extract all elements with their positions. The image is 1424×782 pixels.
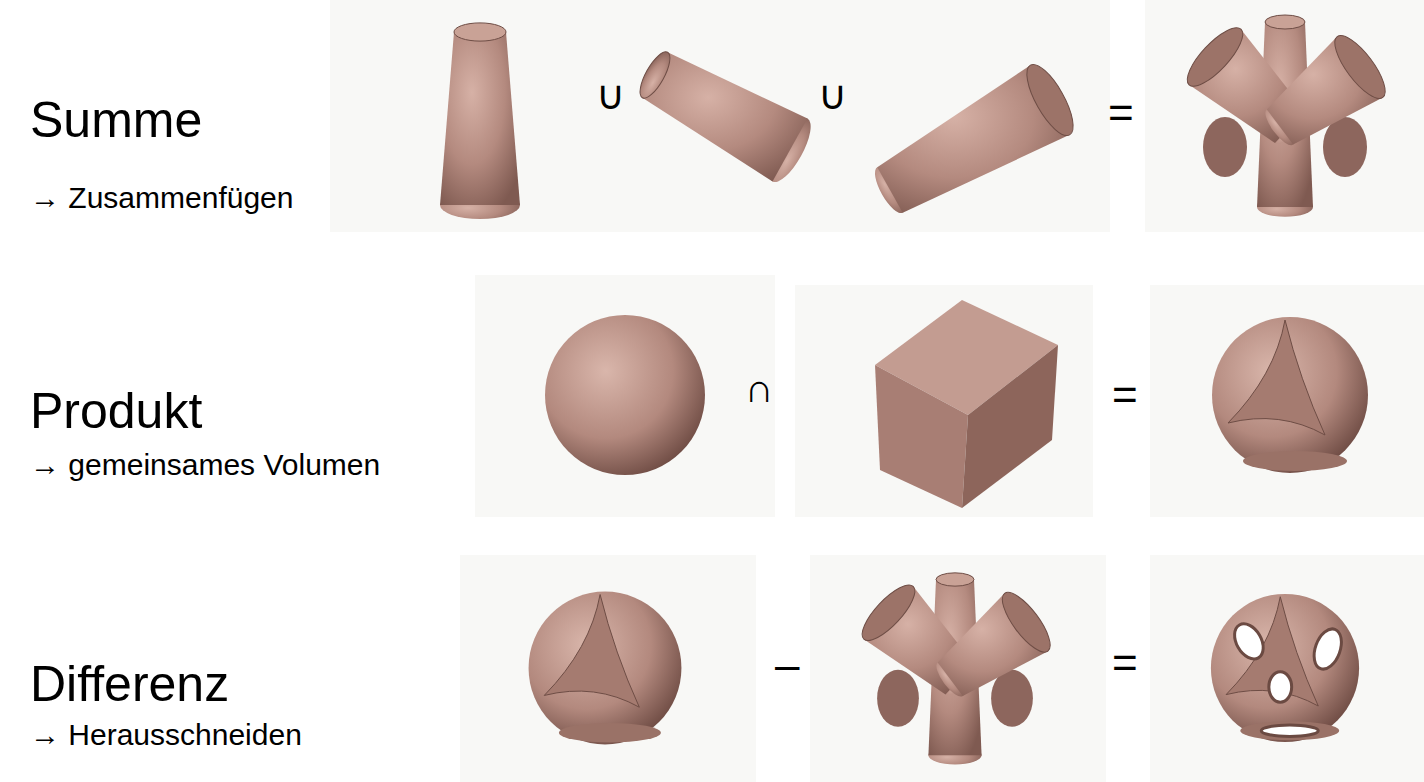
cone-solid — [440, 23, 520, 219]
sum-operands — [440, 23, 1082, 219]
row-subtitle: → gemeinsames Volumen — [30, 448, 380, 483]
row-subtitle: → Zusammenfügen — [30, 181, 293, 216]
cube-solid — [875, 300, 1058, 508]
cone-cap — [454, 23, 506, 41]
cone-cap — [1018, 58, 1082, 141]
operator-symbol: ∩ — [745, 365, 774, 411]
row-subtitle: → Herausschneiden — [30, 718, 302, 753]
union-lobe — [991, 670, 1033, 727]
image-panel — [795, 285, 1093, 517]
sphere-solid — [545, 315, 705, 475]
cone-solid — [1261, 29, 1394, 150]
image-panel — [810, 555, 1106, 782]
cone-cap — [855, 578, 923, 648]
image-panel — [460, 555, 756, 782]
cube-face — [962, 345, 1058, 508]
row-title: Summe — [30, 92, 202, 150]
image-panels — [330, 0, 1424, 782]
rounded-body — [1212, 317, 1368, 473]
operator-symbol: = — [1108, 88, 1134, 139]
cube-face — [1243, 451, 1347, 471]
cube-face — [1226, 597, 1318, 706]
cone-solid — [869, 58, 1081, 217]
cone-cap — [1265, 15, 1305, 29]
difference-solid — [1211, 594, 1359, 742]
union-solid — [1179, 15, 1393, 217]
cube-face — [1240, 721, 1339, 740]
image-panel — [1150, 285, 1424, 517]
union-solid — [855, 573, 1058, 765]
cone-cap — [1179, 20, 1250, 94]
cone-body — [440, 32, 520, 205]
union-lobe — [877, 670, 919, 727]
operator-symbol: – — [775, 640, 799, 691]
rounded-body — [1211, 594, 1359, 742]
rounded-body — [529, 592, 682, 745]
operator-symbol: = — [1112, 638, 1138, 689]
image-panel — [1145, 0, 1424, 232]
union-lobe — [1323, 117, 1367, 177]
cone-cap — [1327, 29, 1394, 106]
union-lobe — [1203, 117, 1247, 177]
image-panel — [1150, 555, 1424, 782]
cut-hole — [1229, 619, 1269, 664]
solid-shapes — [440, 15, 1393, 765]
cone-solid — [634, 48, 818, 188]
cut-hole — [1309, 625, 1347, 673]
cut-hole — [1261, 725, 1318, 736]
cube-face — [1228, 320, 1325, 435]
intersection-solid — [1212, 317, 1368, 473]
intersection-solid — [529, 592, 682, 745]
image-panel — [475, 275, 775, 517]
cube-face — [559, 723, 661, 743]
cone-cap — [936, 573, 974, 586]
cone-cap — [634, 48, 675, 102]
operator-symbol: ∪ — [596, 72, 625, 118]
cube-face — [875, 365, 968, 508]
operator-symbol: ∪ — [818, 72, 847, 118]
cut-hole — [1269, 672, 1292, 702]
image-panel — [330, 0, 1110, 232]
row-title: Differenz — [30, 656, 229, 714]
cube-face — [544, 595, 639, 708]
cone-cap — [994, 586, 1058, 659]
row-title: Produkt — [30, 383, 202, 441]
cone-solid — [932, 586, 1058, 701]
operator-symbol: = — [1112, 370, 1138, 421]
